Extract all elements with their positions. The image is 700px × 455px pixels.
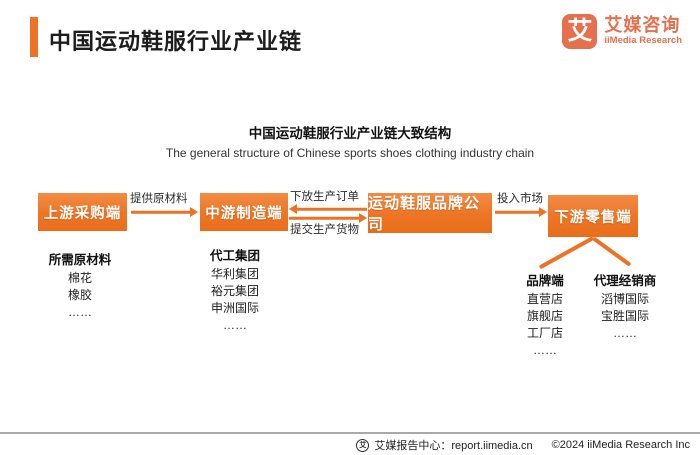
node-brand-company: 运动鞋服品牌公司 [368,193,492,233]
node-downstream-retail: 下游零售端 [548,195,638,237]
logo-name-en: iiMedia Research [604,35,682,47]
arrow-label-supply-materials: 提供原材料 [130,193,188,205]
list-item: 棉花 [67,271,92,285]
page-title: 中国运动鞋服行业产业链 [49,29,303,54]
list-item: 裕元集团 [210,284,259,298]
list-raw-materials: 所需原材料 棉花 橡胶 …… [35,249,125,321]
node-upstream-procurement: 上游采购端 [38,193,127,231]
branch-line-left [538,236,594,270]
right-arrow-icon [131,206,198,218]
title-accent-bar [30,17,38,57]
list-item: …… [533,343,557,357]
list-item: 滔博国际 [600,292,649,306]
right-arrow-icon [289,212,367,224]
iimedia-globe-icon: 艾 [356,438,370,452]
arrow-label-to-market: 投入市场 [497,193,543,205]
list-item: 申洲国际 [210,301,259,315]
list-item: …… [68,305,92,319]
list-header: 所需原材料 [48,253,112,267]
list-item: 橡胶 [67,288,92,302]
arrow-label-submit-goods: 提交生产货物 [290,224,359,236]
list-header: 代工集团 [209,249,260,263]
right-arrow-icon [495,206,547,218]
left-arrow-icon [289,203,367,215]
list-item: 华利集团 [210,267,259,281]
diagram-subtitle-en: The general structure of Chinese sports … [165,146,535,160]
list-header: 品牌端 [526,274,564,288]
footer-report-center: 艾媒报告中心：report.iimedia.cn [374,440,533,452]
list-oem-groups: 代工集团 华利集团 裕元集团 申洲国际 …… [190,245,280,334]
list-header: 代理经销商 [593,274,657,288]
list-brand-channel: 品牌端 直营店 旗舰店 工厂店 …… [505,270,585,359]
footer-copyright: ©2024 iiMedia Research Inc [551,439,690,451]
logo-name-cn: 艾媒咨询 [604,15,681,36]
list-item: 宝胜国际 [600,309,649,323]
branch-line-right [591,236,632,267]
list-agent-distributors: 代理经销商 滔博国际 宝胜国际 …… [580,270,670,342]
list-item: …… [613,326,637,340]
diagram-title: 中国运动鞋服行业产业链大致结构 [248,126,452,141]
list-item: 直营店 [526,292,563,306]
brand-logo: 艾 艾媒咨询 iiMedia Research [562,14,682,49]
node-midstream-manufacturing: 中游制造端 [200,193,288,231]
footer-divider [0,432,700,434]
list-item: 旗舰店 [526,309,563,323]
list-item: …… [223,318,247,332]
arrow-label-production-orders: 下放生产订单 [290,191,359,203]
logo-text: 艾媒咨询 iiMedia Research [604,15,682,47]
footer: 艾 艾媒报告中心：report.iimedia.cn ©2024 iiMedia… [356,437,690,453]
iimedia-logo-icon: 艾 [562,14,598,49]
list-item: 工厂店 [526,326,563,340]
